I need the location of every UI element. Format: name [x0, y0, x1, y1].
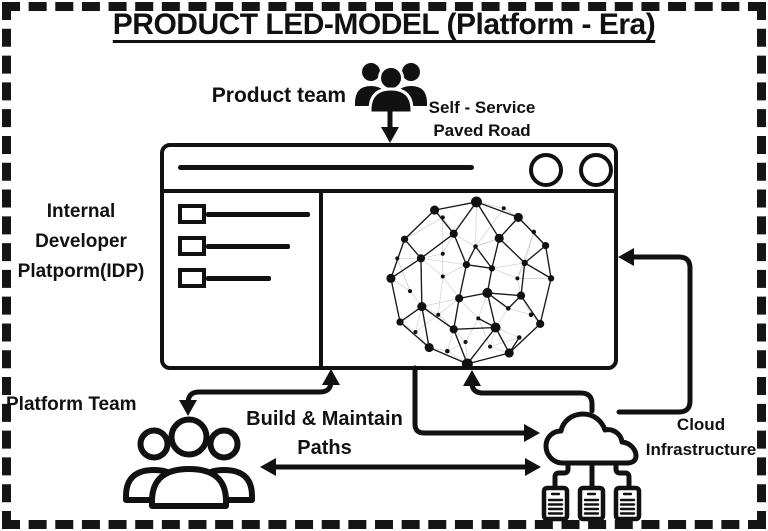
build-maintain-paths-label: Build & Maintain Paths — [232, 405, 417, 463]
arrowhead-up-window-bottom-left — [322, 369, 340, 385]
build-maintain-line2: Paths — [297, 437, 352, 459]
sidebar-row-line — [206, 211, 310, 217]
arrowhead-left-window-right-edge — [618, 248, 634, 266]
idp-label-line2: Developer — [35, 231, 127, 252]
product-team-label: Product team — [211, 84, 346, 107]
window-top-bar — [164, 147, 614, 193]
self-service-line2: Paved Road — [433, 121, 531, 140]
build-maintain-line1: Build & Maintain — [246, 408, 403, 430]
checkbox-icon — [178, 236, 206, 256]
cloud-label-line2: Infrastructure — [645, 440, 757, 459]
network-graph-sphere — [386, 196, 555, 370]
arrow-window-to-cloud — [412, 365, 529, 436]
window-sidebar — [164, 193, 323, 366]
platform-team-label: Platform Team — [6, 394, 137, 415]
sidebar-row-1 — [178, 204, 310, 224]
idp-label: Internal Developer Platporm(IDP) — [2, 197, 160, 287]
url-bar-line — [178, 165, 474, 170]
idp-label-line3: Platporm(IDP) — [17, 261, 145, 282]
page-title: PRODUCT LED-MODEL (Platform - Era) — [112, 8, 656, 41]
window-control-circle-2 — [579, 153, 613, 187]
window-control-circle-1 — [529, 153, 563, 187]
cloud-infrastructure-icon — [541, 411, 642, 522]
arrow-window-platform-team — [185, 374, 334, 406]
sidebar-row-line — [206, 275, 271, 281]
checkbox-icon — [178, 268, 206, 288]
idp-browser-window — [160, 143, 618, 370]
checkbox-icon — [178, 204, 206, 224]
self-service-paved-road-label: Self - Service Paved Road — [418, 96, 546, 142]
arrowhead-down-window-top — [381, 127, 399, 143]
self-service-line1: Self - Service — [428, 98, 536, 117]
arrow-cloud-to-window-right — [616, 254, 693, 415]
cloud-infrastructure-label: Cloud Infrastructure — [637, 412, 765, 462]
idp-label-line1: Internal — [46, 201, 116, 222]
product-team-people-group-icon — [355, 63, 427, 115]
platform-team-people-group-icon — [123, 416, 255, 509]
cloud-label-line1: Cloud — [676, 415, 726, 434]
sidebar-row-2 — [178, 236, 290, 256]
sidebar-row-3 — [178, 268, 271, 288]
sidebar-row-line — [206, 243, 290, 249]
